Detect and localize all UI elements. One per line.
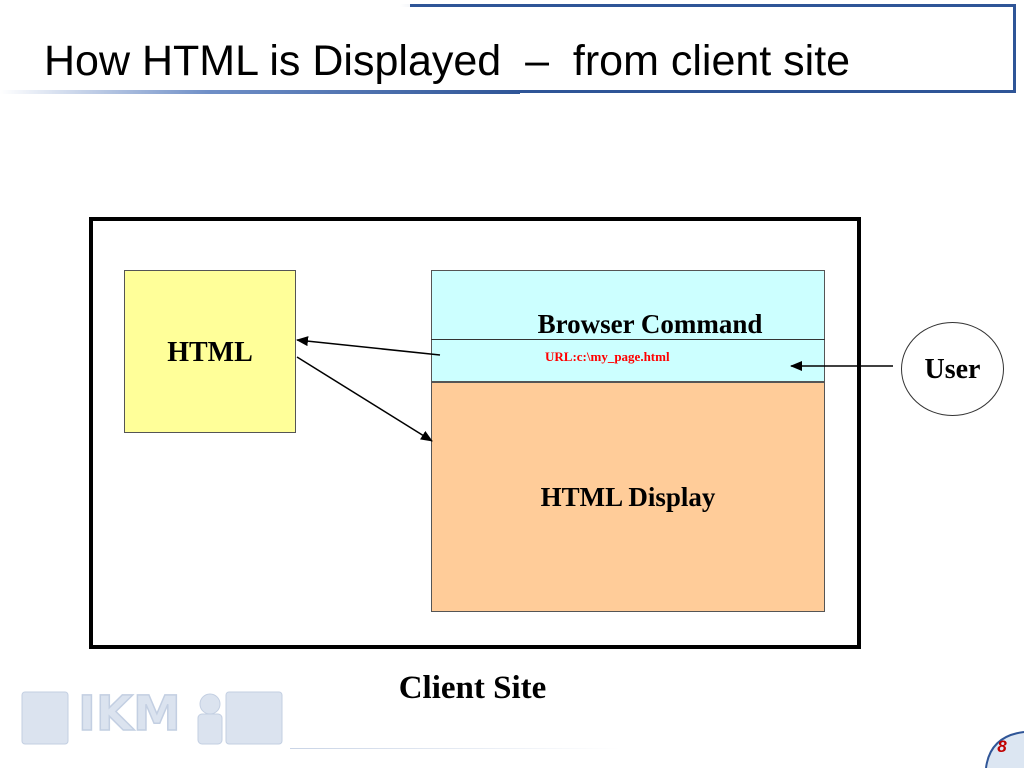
html-display-box bbox=[431, 382, 825, 612]
url-text: URL:c:\my_page.html bbox=[545, 349, 670, 364]
html-source-box bbox=[124, 270, 296, 433]
browser-command-box bbox=[431, 270, 825, 382]
user-label: User bbox=[924, 354, 981, 385]
browser-command-divider bbox=[431, 339, 825, 340]
ikm-logo-icon: IKM bbox=[21, 685, 283, 745]
title-decoration-bottom bbox=[0, 90, 520, 94]
slide-title: How HTML is Displayed – from client site bbox=[44, 37, 851, 85]
browser-command-label: Browser Command bbox=[537, 309, 763, 339]
svg-text:IKM: IKM bbox=[78, 686, 181, 742]
client-site-label: Client Site bbox=[398, 670, 547, 706]
page-number: 8 bbox=[997, 737, 1007, 756]
html-display-label: HTML Display bbox=[540, 482, 716, 512]
client-site-frame bbox=[89, 217, 861, 649]
html-source-label: HTML bbox=[167, 337, 253, 368]
page-corner-decoration bbox=[985, 731, 1024, 768]
footer-line bbox=[290, 748, 620, 749]
title-frame bbox=[410, 4, 1016, 93]
user-circle bbox=[901, 322, 1004, 416]
